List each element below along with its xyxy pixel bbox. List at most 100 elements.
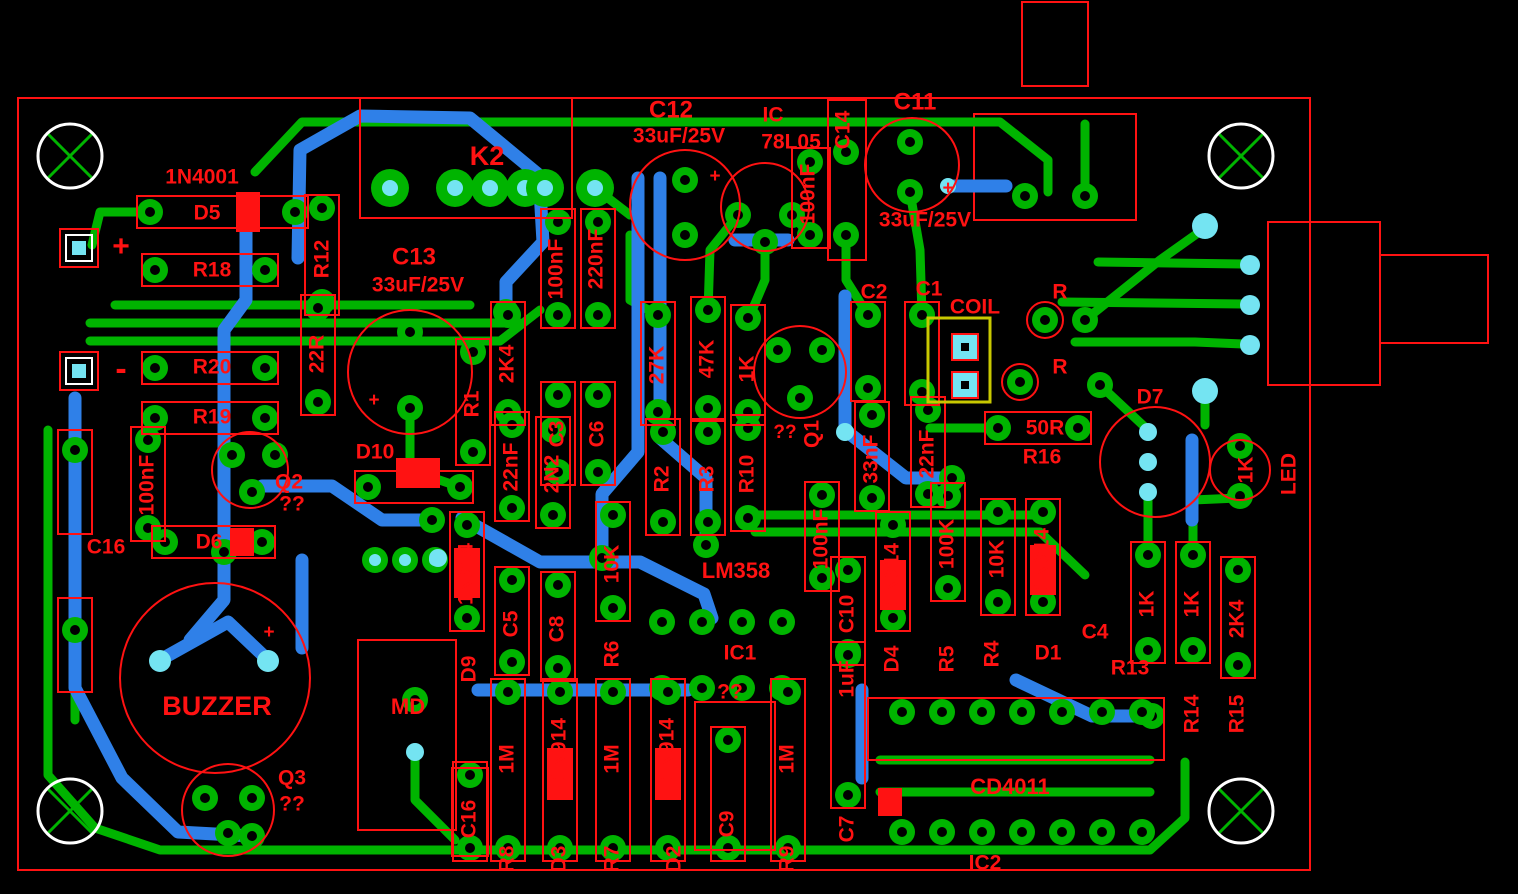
pad-hole [863, 383, 873, 393]
pad-hole [150, 413, 160, 423]
pad-hole [703, 517, 713, 527]
pad-hole [653, 310, 663, 320]
silkscreen-labels: 1N4001D5K2C1233uF/25VIC78L05C1133uF/25VR… [87, 88, 1301, 874]
component-label-c1: C1 [916, 278, 943, 301]
component-body [1030, 545, 1056, 595]
component-outline [455, 338, 491, 466]
component-outline [1130, 541, 1166, 664]
component-label-c11: C11 [894, 88, 937, 115]
pad-hole [1017, 827, 1027, 837]
pad-hole [1080, 315, 1090, 325]
pad-hole [977, 707, 987, 717]
pad-hole [227, 450, 237, 460]
component-outline-circle [1209, 439, 1271, 501]
pad-hole [805, 157, 815, 167]
component-label-100nf: 100nF [136, 454, 159, 515]
pad-hole [733, 210, 743, 220]
pad-hole [553, 580, 563, 590]
component-label-c13: C13 [392, 243, 436, 270]
component-label-100nf: 100nF [545, 238, 568, 299]
via-pad [429, 549, 447, 567]
pad-hole [553, 310, 563, 320]
component-label-d4: D4 [881, 645, 904, 672]
pad-hole [863, 310, 873, 320]
pad-hole [70, 445, 80, 455]
pad-hole [553, 663, 563, 673]
trace-blue [153, 615, 275, 667]
pad-hole [897, 827, 907, 837]
silkscreen [57, 97, 1271, 862]
component-label-q2: Q2 [275, 471, 303, 494]
component-outline [535, 416, 571, 529]
via-pad [406, 743, 424, 761]
pad-hole [703, 403, 713, 413]
component-outline-circle [629, 149, 741, 261]
component-outline-circle [753, 325, 847, 419]
pad-hole [867, 410, 877, 420]
pad-hole [608, 687, 618, 697]
component-label-10k: 10K [986, 540, 1009, 579]
component-label-r19: R19 [193, 406, 232, 429]
coil-outline [926, 316, 992, 404]
via-pad [836, 423, 854, 441]
component-outline [980, 498, 1016, 616]
power-pad [72, 241, 86, 255]
pad-hole [290, 207, 300, 217]
trace-blue [838, 423, 959, 485]
pad-hole [247, 831, 257, 841]
pad-hole [1038, 597, 1048, 607]
component-label-50r: 50R [1026, 417, 1065, 440]
component-label-: ?? [279, 493, 305, 516]
k2-pad-hole [537, 180, 553, 196]
mounting-hole-icon [1207, 122, 1275, 190]
pad-hole [427, 515, 437, 525]
component-body [655, 748, 681, 800]
component-label-: + [263, 622, 274, 643]
component-label-: - [115, 350, 126, 388]
component-label-2n2: 2N2 [541, 455, 564, 494]
component-label-cd4011: CD4011 [970, 774, 1050, 799]
trace-green [841, 230, 873, 320]
component-outline-circle [181, 763, 275, 857]
mount-cross [1217, 132, 1265, 180]
pad-hole [455, 482, 465, 492]
mount-cross [46, 132, 94, 180]
component-outline [804, 481, 840, 592]
pad-hole [993, 507, 1003, 517]
pad-hole [503, 843, 513, 853]
component-label-22nf: 22nF [500, 442, 523, 491]
component-outline [827, 99, 867, 261]
component-outline [141, 351, 279, 385]
pad-hole [313, 397, 323, 407]
component-label-1n4001: 1N4001 [165, 166, 239, 189]
connector-outline [1021, 1, 1089, 87]
component-outline [595, 678, 631, 862]
component-label-1n914: 1N914 [656, 718, 679, 780]
component-label-220nf: 220nF [585, 228, 608, 289]
component-outline [490, 678, 526, 862]
component-label-1m: 1M [776, 744, 799, 773]
component-outline [830, 556, 866, 666]
component-label-c2: C2 [861, 281, 888, 304]
component-outline [540, 381, 576, 486]
power-terminals [59, 228, 99, 391]
component-label-c3: C3 [546, 421, 569, 448]
pad-hole [1057, 707, 1067, 717]
component-label-r13: R13 [1111, 657, 1150, 680]
pad-hole [743, 313, 753, 323]
component-outline [640, 301, 676, 426]
pad-hole [313, 303, 323, 313]
component-body [396, 458, 440, 488]
pad-hole [947, 473, 957, 483]
component-label-r8: R8 [496, 845, 519, 872]
pad-hole [363, 482, 373, 492]
pad-hole [1233, 660, 1243, 670]
component-label-c6: C6 [586, 421, 609, 448]
k2-pad-hole [447, 180, 463, 196]
pads [62, 129, 1260, 861]
pad-hole [405, 403, 415, 413]
pad-hole [923, 405, 933, 415]
component-outline [867, 697, 1165, 761]
